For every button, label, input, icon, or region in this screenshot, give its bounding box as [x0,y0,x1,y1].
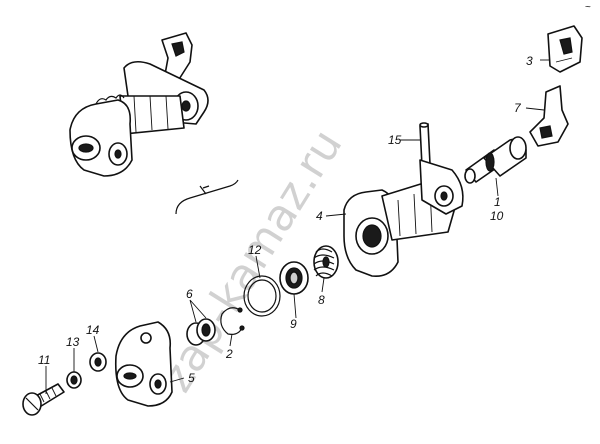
callout-9: 9 [290,317,297,331]
callout-4: 4 [316,209,323,223]
assembled-valve-illustration [69,32,209,177]
leader-lines [45,59,550,394]
part-2-retaining-ring [220,307,245,335]
part-7-lever [529,85,569,147]
part-5-cover-housing [114,321,173,407]
callout-1: 1 [494,195,501,209]
callout-14: 14 [86,323,100,337]
callout-11: 11 [38,353,50,367]
callout-6: 6 [186,287,193,301]
callout-3: 3 [526,54,533,68]
part-3-lever-cap [547,25,583,73]
part-15-pin [419,122,431,167]
callout-5: 5 [188,371,195,385]
part-1-plunger [464,136,527,184]
callout-7: 7 [514,101,522,115]
callout-8: 8 [318,293,325,307]
callout-15: 15 [388,133,402,147]
part-4-valve-body [343,159,464,278]
callout-13: 13 [66,335,80,349]
part-13-washer [66,371,82,389]
part-14-washer [89,352,107,372]
part-8-spring [313,245,339,279]
group-bracket [175,179,239,215]
callout-10: 10 [490,209,504,223]
part-9-washer [279,261,309,295]
bracket-arrow [199,185,210,195]
callout-12: 12 [248,243,262,257]
part-6-seal-rings [186,318,216,346]
part-12-o-ring [243,275,281,317]
part-11-screw [22,383,65,416]
corner-mark: ~ [585,2,591,13]
callout-2: 2 [225,347,233,361]
